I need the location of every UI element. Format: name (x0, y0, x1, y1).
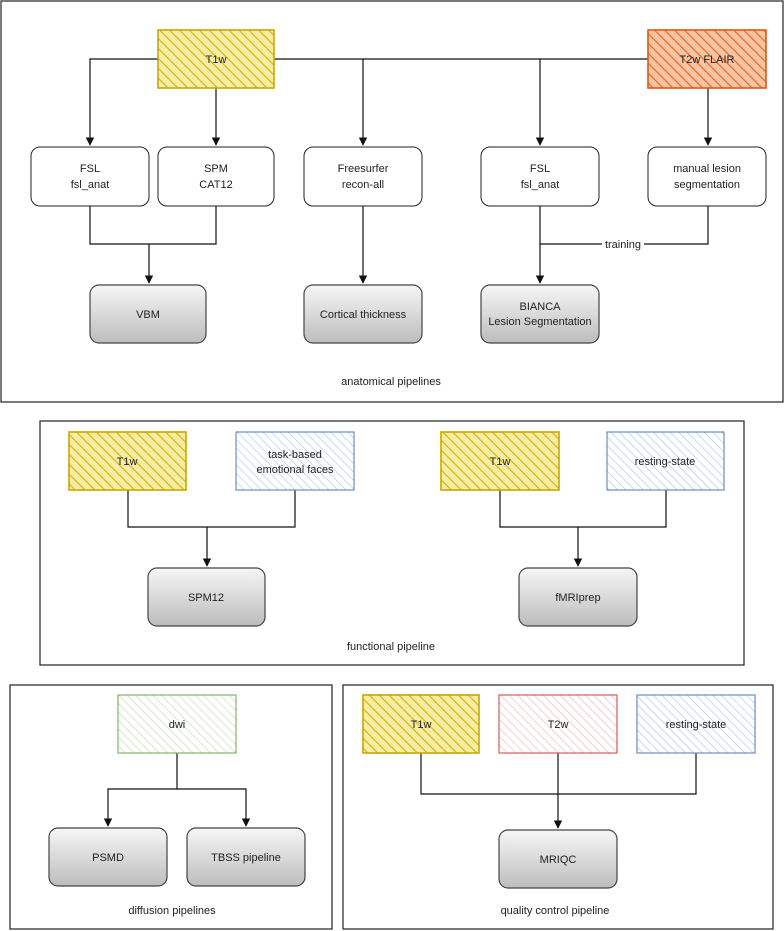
diffusion-caption: diffusion pipelines (128, 905, 216, 917)
func-t1w-b-label: T1w (490, 456, 511, 468)
edge-to-psmd (103, 788, 177, 827)
func-spm12-node[interactable]: SPM12 (147, 567, 266, 627)
diffusion-panel-border (9, 684, 333, 930)
func-task-line2: emotional faces (256, 464, 334, 476)
diff-dwi-node[interactable]: dwi (117, 694, 237, 754)
functional-panel: T1w task-based emotional faces T1w resti… (39, 420, 745, 666)
anatomical-panel: training T1w T2w FLAIR FSL fsl_anat SPM … (0, 0, 784, 403)
anat-t2flair-label: T2w FLAIR (679, 54, 734, 66)
functional-panel-border (39, 420, 745, 666)
edge-manual-training-right (644, 206, 709, 245)
anat-t1w-label: T1w (206, 54, 227, 66)
edge-func-right-merge (499, 490, 667, 528)
qc-t1w-label: T1w (411, 719, 432, 731)
anat-fsl2-line2: fsl_anat (521, 179, 560, 191)
anatomical-panel-border (0, 0, 784, 403)
anat-freesurfer-node[interactable]: Freesurfer recon-all (303, 146, 423, 207)
anat-t2flair-node[interactable]: T2w FLAIR (647, 29, 767, 89)
anat-spm-node[interactable]: SPM CAT12 (157, 146, 275, 207)
diff-tbss-label: TBSS pipeline (211, 852, 281, 864)
qc-panel-border (342, 684, 774, 930)
qc-t2w-node[interactable]: T2w (498, 694, 618, 754)
qc-mriqc-node[interactable]: MRIQC (498, 829, 618, 889)
anat-freesurfer-line2: recon-all (342, 179, 384, 191)
edge-func-left-merge (127, 490, 296, 528)
anat-vbm-node[interactable]: VBM (89, 284, 207, 344)
anat-bianca-line1: BIANCA (520, 301, 562, 313)
anat-cortical-node[interactable]: Cortical thickness (303, 284, 423, 344)
anat-bianca-line2: Lesion Segmentation (488, 316, 591, 328)
diff-tbss-node[interactable]: TBSS pipeline (186, 827, 306, 887)
anat-cortical-label: Cortical thickness (320, 309, 407, 321)
diff-psmd-node[interactable]: PSMD (48, 827, 168, 887)
qc-rest-label: resting-state (666, 719, 727, 731)
edge-t1w-fsl (85, 58, 158, 146)
func-t1w-a-label: T1w (117, 456, 138, 468)
anat-fsl-line2: fsl_anat (71, 179, 110, 191)
anat-spm-line1: SPM (204, 163, 228, 175)
func-rest-label: resting-state (635, 456, 696, 468)
diff-psmd-label: PSMD (92, 852, 124, 864)
diffusion-panel: dwi PSMD TBSS pipeline diffusion pipelin… (9, 684, 333, 930)
func-fmriprep-label: fMRIprep (555, 592, 600, 604)
qc-rest-node[interactable]: resting-state (636, 694, 756, 754)
edge-to-tbss (177, 788, 251, 827)
qc-t2w-label: T2w (548, 719, 569, 731)
anat-fsl-node[interactable]: FSL fsl_anat (30, 146, 150, 207)
training-label: training (605, 239, 641, 251)
qc-t1w-node[interactable]: T1w (362, 694, 480, 754)
func-spm12-label: SPM12 (188, 592, 224, 604)
anat-fsl2-node[interactable]: FSL fsl_anat (480, 146, 600, 207)
anat-bianca-node[interactable]: BIANCA Lesion Segmentation (480, 284, 600, 344)
func-t1w-b-node[interactable]: T1w (440, 431, 560, 491)
edge-t1w-freesurfer (274, 58, 368, 146)
anat-t1w-node[interactable]: T1w (157, 29, 275, 89)
anat-manual-line1: manual lesion (673, 163, 741, 175)
func-task-node[interactable]: task-based emotional faces (235, 431, 355, 491)
func-rest-node[interactable]: resting-state (606, 431, 725, 491)
edge-fsl-spm-merge (89, 206, 217, 245)
anat-manual-line2: segmentation (674, 179, 740, 191)
qc-panel: T1w T2w resting-state MRIQC quality cont… (342, 684, 774, 930)
anat-vbm-label: VBM (136, 309, 160, 321)
anatomical-caption: anatomical pipelines (341, 376, 441, 388)
anat-fsl2-line1: FSL (530, 163, 550, 175)
qc-caption: quality control pipeline (501, 905, 610, 917)
qc-mriqc-label: MRIQC (540, 854, 577, 866)
anat-spm-line2: CAT12 (199, 179, 232, 191)
functional-caption: functional pipeline (347, 641, 435, 653)
anat-manual-node[interactable]: manual lesion segmentation (647, 146, 767, 207)
diff-dwi-label: dwi (169, 719, 186, 731)
func-fmriprep-node[interactable]: fMRIprep (518, 567, 638, 627)
func-t1w-a-node[interactable]: T1w (68, 431, 187, 491)
anat-freesurfer-line1: Freesurfer (338, 163, 389, 175)
func-task-line1: task-based (268, 449, 322, 461)
anat-fsl-line1: FSL (80, 163, 100, 175)
